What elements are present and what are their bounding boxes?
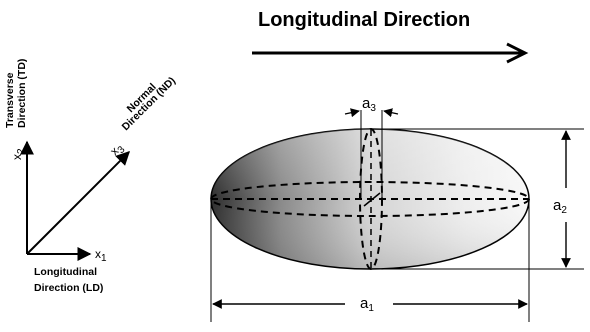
a3-label: a3 [362, 95, 376, 114]
a2-dimension [370, 128, 584, 270]
a2-label: a2 [553, 197, 567, 216]
x2-label: x2 [10, 148, 27, 160]
x1-label: x1 [95, 247, 107, 264]
ld-label-line1: Longitudinal [34, 266, 97, 278]
a1-label: a1 [360, 295, 374, 314]
x3-axis [26, 151, 130, 255]
longitudinal-direction-arrow [252, 42, 529, 64]
title: Longitudinal Direction [258, 9, 470, 31]
td-label-line1: Transverse [4, 72, 16, 128]
a1-dimension [210, 199, 530, 322]
a3-dimension [344, 108, 399, 199]
td-label-line2: Direction (TD) [16, 59, 28, 128]
coordinate-axes [20, 140, 130, 261]
ld-label-line2: Direction (LD) [34, 282, 103, 294]
ellipsoid [210, 128, 530, 270]
